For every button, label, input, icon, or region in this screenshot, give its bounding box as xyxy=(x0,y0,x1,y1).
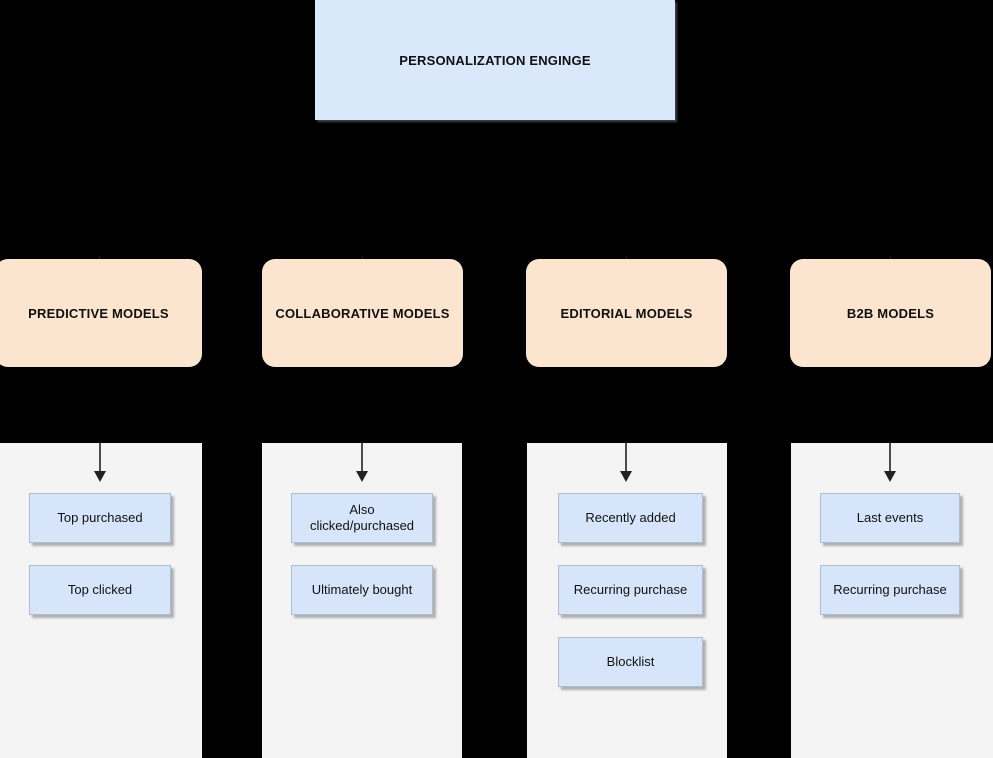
personalization-engine-box[interactable]: PERSONALIZATION ENGINGE xyxy=(315,0,675,120)
arrow-down-collaborative xyxy=(355,443,369,483)
item-box[interactable]: Recently added xyxy=(558,493,703,543)
item-list-b2b: Last events Recurring purchase xyxy=(820,493,960,615)
model-box-b2b[interactable]: B2B MODELS xyxy=(790,259,991,367)
item-box[interactable]: Ultimately bought xyxy=(291,565,433,615)
arrow-down-predictive xyxy=(93,443,107,483)
item-label: Recurring purchase xyxy=(573,581,688,597)
arrow-head-icon xyxy=(94,471,106,482)
item-label: Top clicked xyxy=(67,581,133,597)
item-label: Top purchased xyxy=(57,509,143,525)
item-box[interactable]: Blocklist xyxy=(558,637,703,687)
personalization-engine-label: PERSONALIZATION ENGINGE xyxy=(399,52,591,68)
item-box[interactable]: Recurring purchase xyxy=(820,565,960,615)
model-label-collaborative: COLLABORATIVE MODELS xyxy=(275,305,450,321)
item-label: Blocklist xyxy=(606,653,655,669)
model-label-predictive: PREDICTIVE MODELS xyxy=(28,305,169,321)
item-box[interactable]: Also clicked/purchased xyxy=(291,493,433,543)
item-label: Recently added xyxy=(585,509,676,525)
item-label: Recurring purchase xyxy=(833,581,947,597)
model-box-editorial[interactable]: EDITORIAL MODELS xyxy=(526,259,727,367)
model-label-b2b: B2B MODELS xyxy=(846,305,935,321)
arrow-head-icon xyxy=(356,471,368,482)
arrow-shaft xyxy=(361,443,363,473)
item-label: Ultimately bought xyxy=(311,581,413,597)
item-box[interactable]: Top clicked xyxy=(29,565,171,615)
arrow-shaft xyxy=(99,443,101,473)
item-list-predictive: Top purchased Top clicked xyxy=(29,493,171,615)
item-list-collaborative: Also clicked/purchased Ultimately bought xyxy=(291,493,433,615)
item-label: Also clicked/purchased xyxy=(309,501,415,533)
arrow-shaft xyxy=(625,443,627,473)
item-label: Last events xyxy=(856,509,924,525)
arrow-head-icon xyxy=(884,471,896,482)
model-label-editorial: EDITORIAL MODELS xyxy=(560,305,693,321)
arrow-shaft xyxy=(889,443,891,473)
item-box[interactable]: Last events xyxy=(820,493,960,543)
model-box-collaborative[interactable]: COLLABORATIVE MODELS xyxy=(262,259,463,367)
arrow-down-editorial xyxy=(619,443,633,483)
item-box[interactable]: Recurring purchase xyxy=(558,565,703,615)
model-box-predictive[interactable]: PREDICTIVE MODELS xyxy=(0,259,202,367)
arrow-down-b2b xyxy=(883,443,897,483)
item-list-editorial: Recently added Recurring purchase Blockl… xyxy=(558,493,703,687)
arrow-head-icon xyxy=(620,471,632,482)
item-box[interactable]: Top purchased xyxy=(29,493,171,543)
